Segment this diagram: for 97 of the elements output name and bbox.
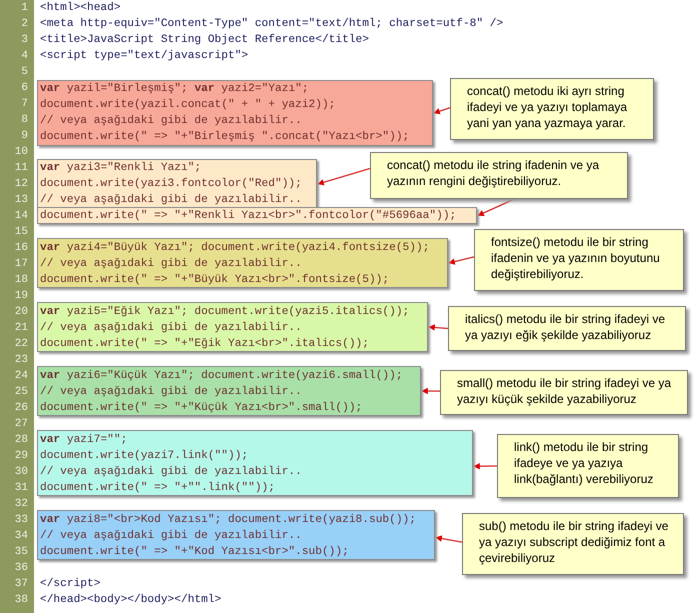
- callout-box: [450, 78, 654, 140]
- code-block: [37, 238, 448, 288]
- code-line: <meta http-equiv="Content-Type" content="text/html; charset=utf-8" />: [40, 16, 504, 32]
- line-number: 29: [14, 449, 28, 464]
- code-line: var yazi4="Büyük Yazı"; document.write(yazi4.fontsize(5));: [40, 240, 430, 256]
- line-number: 27: [14, 417, 28, 432]
- line-number: 4: [20, 49, 28, 64]
- line-number: 16: [14, 241, 28, 256]
- callout-box: [448, 306, 686, 351]
- line-number: 11: [14, 161, 28, 176]
- line-number: 36: [14, 561, 28, 576]
- code-line: // veya aşağıdaki gibi de yazılabilir..: [40, 528, 303, 544]
- line-number: 22: [14, 337, 28, 352]
- code-block: [37, 302, 428, 352]
- code-line: </head><body></body></html>: [40, 592, 222, 608]
- line-number: 3: [20, 33, 28, 48]
- code-line: document.write(yazi3.fontcolor("Red"));: [40, 176, 303, 192]
- line-number: 34: [14, 529, 28, 544]
- line-number: 24: [14, 369, 28, 384]
- line-number: 23: [14, 353, 28, 368]
- callout-box: [474, 229, 684, 291]
- line-number: 12: [14, 177, 28, 192]
- line-number: 8: [20, 113, 28, 128]
- code-line: var yazi7="";: [40, 432, 128, 448]
- code-line: </script>: [40, 576, 100, 592]
- callout-box: [370, 152, 628, 199]
- arrow: [317, 168, 370, 186]
- code-block: [37, 80, 433, 146]
- code-line: document.write(" => "+"".link(""));: [40, 480, 276, 496]
- code-line: var yazi5="Eğik Yazı"; document.write(yazi5.italics());: [40, 304, 410, 320]
- code-line: document.write(" => "+"Eğik Yazı<br>".italics());: [40, 336, 370, 352]
- code-line: // veya aşağıdaki gibi de yazılabilir..: [40, 192, 303, 208]
- code-line: var yazi8="<br>Kod Yazısı"; document.write(yazi8.sub());: [40, 512, 417, 528]
- code-block: [37, 366, 421, 416]
- line-number: 37: [14, 577, 28, 592]
- code-line: document.write(" => "+"Küçük Yazı<br>".small());: [40, 400, 364, 416]
- line-number: 19: [14, 289, 28, 304]
- line-number: 21: [14, 321, 28, 336]
- code-line: // veya aşağıdaki gibi de yazılabilir..: [40, 384, 303, 400]
- callout-box: [497, 434, 679, 498]
- code-line: document.write(" => "+"Kod Yazısı<br>".sub());: [40, 544, 350, 560]
- code-line: document.write(yazi7.link(""));: [40, 448, 250, 464]
- code-block: [37, 510, 435, 560]
- line-number: 20: [14, 305, 28, 320]
- line-number: 32: [14, 497, 28, 512]
- line-number: 6: [20, 81, 28, 96]
- code-block: [37, 430, 473, 496]
- code-line: var yazi3="Renkli Yazı";: [40, 160, 202, 176]
- code-line: document.write(yazil.concat(" + " + yazi2));: [40, 98, 336, 113]
- line-number: 5: [20, 65, 28, 80]
- callout-text: small() metodu ile bir string ifadeyi ve ya yazıyı küçük şekilde yazabiliyoruz: [457, 375, 672, 407]
- code-line: var yazi6="Küçük Yazı"; document.write(yazi6.small());: [40, 368, 404, 384]
- line-number: 26: [14, 401, 28, 416]
- code-line: document.write(" => "+"Büyük Yazı<br>".fontsize(5));: [40, 272, 390, 288]
- code-line: <title>JavaScript String Object Reference</title>: [40, 32, 369, 48]
- line-number: 38: [14, 593, 28, 608]
- callout-text: italics() metodu ile bir string ifadeyi ve ya yazıyı eğik şekilde yazabiliyoruz: [465, 311, 666, 343]
- arrow: [435, 535, 462, 543]
- code-line: <script type="text/javascript">: [40, 48, 248, 64]
- line-number: 28: [14, 433, 28, 448]
- arrow: [433, 107, 450, 114]
- callout-text: link() metodu ile bir string ifadeye ve ya yazıya link(bağlantı) verebiliyoruz: [514, 439, 654, 487]
- code-line: <html><head>: [40, 0, 121, 16]
- code-line: document.write(" => "+"Birleşmiş ".concat("Yazı<br>"));: [40, 130, 410, 145]
- line-number: 25: [14, 385, 28, 400]
- code-line: // veya aşağıdaki gibi de yazılabilir..: [40, 114, 303, 129]
- callout-text: concat() metodu ile string ifadenin ve ya yazının rengini değiştirebiliyoruz.: [387, 157, 600, 189]
- arrow: [473, 462, 497, 470]
- arrow: [448, 256, 474, 265]
- callout-box: [462, 513, 684, 575]
- code-line: // veya aşağıdaki gibi de yazılabilir..: [40, 256, 303, 272]
- code-line: var yazil="Birleşmiş"; var yazi2="Yazı";: [40, 82, 310, 97]
- code-line: // veya aşağıdaki gibi de yazılabilir..: [40, 464, 303, 480]
- line-number: 17: [14, 257, 28, 272]
- callout-box: [440, 370, 688, 415]
- line-number: 9: [20, 129, 28, 144]
- line-number: 15: [14, 225, 28, 240]
- callout-text: fontsize() metodu ile bir string ifadenin ve ya yazının boyutunu değiştirebiliyoruz.: [491, 234, 661, 282]
- code-line: document.write(" => "+"Renkli Yazı<br>".fontcolor("#5696aa"));: [40, 208, 458, 224]
- line-number: 14: [14, 209, 28, 224]
- callout-text: concat() metodu iki ayrı string ifadeyi ve ya yazıyı toplamaya yani yan yana yazmaya yarar.: [467, 83, 628, 131]
- code-block: [37, 159, 317, 209]
- arrow: [477, 198, 515, 216]
- line-number: 31: [14, 481, 28, 496]
- line-number: 2: [20, 17, 28, 32]
- line-number: 10: [14, 145, 28, 160]
- line-number: 13: [14, 193, 28, 208]
- arrow: [428, 324, 448, 331]
- arrow: [421, 388, 440, 394]
- callout-text: sub() metodu ile bir string ifadeyi ve ya yazıyı subscript dediğimiz font a çevirebiliyoruz: [479, 518, 670, 566]
- line-number: 33: [14, 513, 28, 528]
- line-number: 30: [14, 465, 28, 480]
- line-number: 35: [14, 545, 28, 560]
- line-number: 1: [20, 1, 28, 16]
- line-number: 7: [20, 97, 28, 112]
- line-number: 18: [14, 273, 28, 288]
- code-line: // veya aşağıdaki gibi de yazılabilir..: [40, 320, 303, 336]
